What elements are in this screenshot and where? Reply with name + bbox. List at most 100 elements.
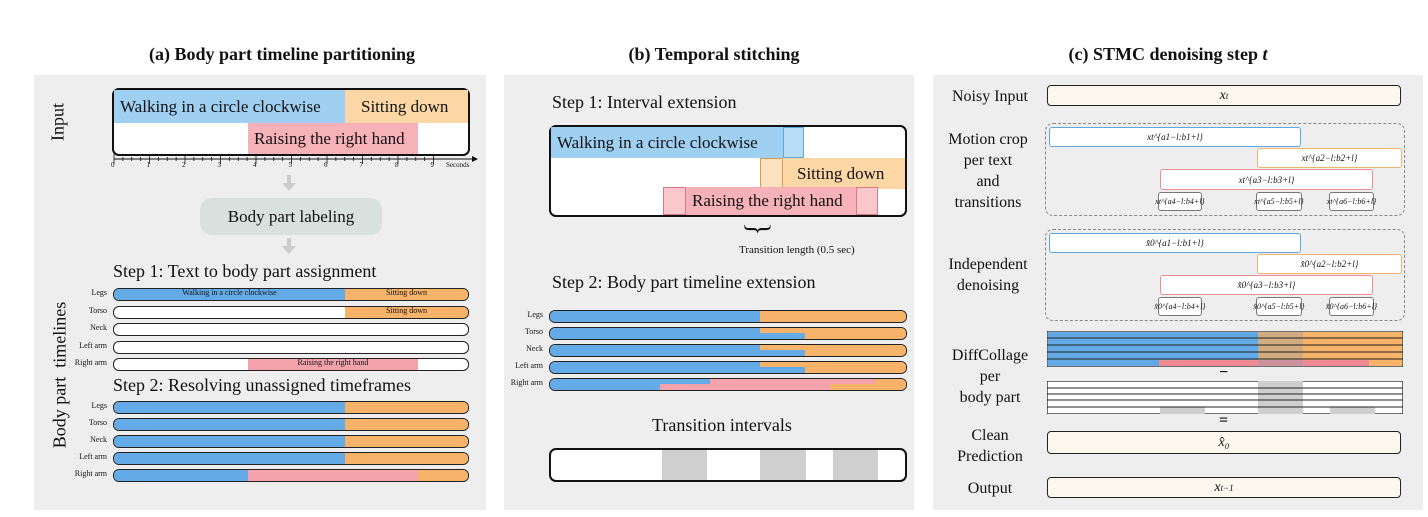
axis-tick-label: 9 — [430, 161, 435, 169]
independent-line2: denoising — [956, 277, 1020, 294]
track-fill — [114, 419, 345, 430]
independent-denoising-group — [1045, 229, 1405, 321]
segment-walking: Walking in a circle clockwise — [114, 90, 345, 123]
down-arrow — [282, 175, 296, 191]
crop-t-2: xt^{a2−l:b2+l} — [1257, 148, 1402, 168]
track-fill — [805, 362, 906, 373]
track-fill — [805, 345, 906, 356]
axis-tick-label: 4 — [253, 161, 257, 169]
crop-t-4: xt^{a4−l:b4+l} — [1155, 192, 1205, 211]
transition-brace: } — [741, 222, 777, 236]
track-fill — [550, 362, 760, 373]
transition-interval — [662, 450, 707, 480]
axis-tick-label: 5 — [288, 161, 293, 169]
diffcollage-line2: per — [979, 368, 1001, 385]
body-part-label: Neck — [90, 323, 107, 332]
transition-interval — [760, 450, 806, 480]
body-part-track — [549, 327, 907, 340]
crop-0-3: x̂0^{a3−l:b3+l} — [1160, 275, 1373, 295]
time-axis — [113, 154, 478, 164]
track-fill — [345, 402, 468, 413]
crop-0-4: x̂0^{a4−l:b4+l} — [1154, 297, 1206, 316]
crop-t-1: xt^{a1−l:b1+l} — [1049, 127, 1301, 147]
body-part-label: Right arm — [510, 378, 543, 387]
track-fill — [114, 402, 345, 413]
track-fill — [418, 470, 468, 481]
track-fill — [830, 379, 906, 384]
diffcollage-sum-stack — [1047, 331, 1403, 367]
track-fill — [710, 379, 830, 390]
track-fill — [114, 436, 345, 447]
b-step2-heading: Step 2: Body part timeline extension — [552, 272, 816, 292]
diffcollage-label: DiffCollage per body part — [940, 345, 1040, 408]
independent-denoising-label: Independent denoising — [938, 254, 1038, 296]
body-part-label: Left arm — [515, 361, 543, 370]
noisy-input-label: Noisy Input — [952, 88, 1028, 105]
diffcollage-overlap-stack — [1047, 381, 1403, 414]
body-part-track — [113, 340, 469, 354]
segment-sitting: Sitting down — [345, 90, 468, 123]
input-timeline-box: Walking in a circle clockwise Sitting do… — [112, 88, 470, 156]
body-part-track — [549, 344, 907, 357]
track-fill — [345, 419, 468, 430]
down-arrow — [282, 238, 296, 254]
segment-raising: Raising the right hand — [686, 187, 856, 215]
body-part-label: Torso — [88, 418, 107, 427]
output-var: x — [1214, 479, 1221, 495]
track-fill — [875, 379, 906, 390]
motion-crop-label: Motion crop per text and transitions — [938, 129, 1038, 213]
body-part-labeling-box: Body part labeling — [200, 198, 382, 235]
axis-tick-label: 2 — [182, 161, 186, 169]
clean-prediction-box: x̂₀ — [1047, 431, 1401, 454]
axis-unit: Seconds — [446, 161, 470, 169]
panel-c-title-var: t — [1262, 44, 1268, 64]
axis-tick-label: 3 — [217, 161, 222, 169]
track-fill — [550, 379, 710, 390]
track-fill — [760, 350, 805, 356]
body-part-track — [113, 323, 469, 336]
track-fill — [114, 470, 248, 481]
raising-extension-left — [663, 187, 686, 215]
independent-line1: Independent — [948, 256, 1028, 273]
track-fill — [345, 289, 468, 300]
sitting-extension — [760, 158, 783, 189]
body-part-label: Torso — [88, 305, 107, 315]
track-fill — [114, 289, 345, 300]
axis-tick-label: 0 — [111, 161, 115, 169]
axis-tick-label: 6 — [324, 161, 328, 169]
track-fill — [345, 306, 468, 318]
body-part-label: Legs — [527, 310, 543, 319]
track-fill — [760, 333, 805, 339]
b-interval-box: Walking in a circle clockwise Sitting do… — [549, 125, 907, 217]
track-fill — [550, 311, 760, 322]
transition-length-label: Transition length (0.5 sec) — [739, 244, 855, 256]
output-label: Output — [967, 480, 1013, 497]
track-fill — [248, 470, 418, 481]
track-fill — [805, 328, 906, 339]
minus-sign: − — [1219, 364, 1229, 381]
track-fill — [550, 345, 760, 356]
input-label: Input — [47, 103, 68, 141]
body-part-label: Torso — [524, 327, 543, 336]
crop-t-5: xt^{a5−l:b5+l} — [1254, 192, 1304, 211]
axis-tick-label: 8 — [395, 161, 399, 169]
a-step2-heading: Step 2: Resolving unassigned timeframes — [113, 375, 411, 395]
body-part-track — [113, 452, 469, 465]
crop-t-3: xt^{a3−l:b3+l} — [1160, 169, 1373, 190]
body-part-track: Raising the right hand — [113, 358, 469, 371]
panel-a-title: (a) Body part timeline partitioning — [149, 44, 415, 64]
motion-crop-line3: and — [976, 173, 1000, 190]
body-part-track — [549, 378, 907, 391]
track-segment-label: Sitting down — [385, 288, 428, 297]
diffcollage-line1: DiffCollage — [951, 347, 1029, 364]
motion-crop-line1: Motion crop — [948, 131, 1028, 148]
track-fill — [114, 453, 345, 464]
track-fill — [830, 384, 875, 390]
track-fill — [760, 311, 906, 322]
diffcollage-line3: body part — [959, 389, 1021, 406]
transition-interval — [833, 450, 878, 480]
transition-intervals-heading: Transition intervals — [652, 415, 792, 435]
body-part-label: Left arm — [79, 452, 107, 461]
